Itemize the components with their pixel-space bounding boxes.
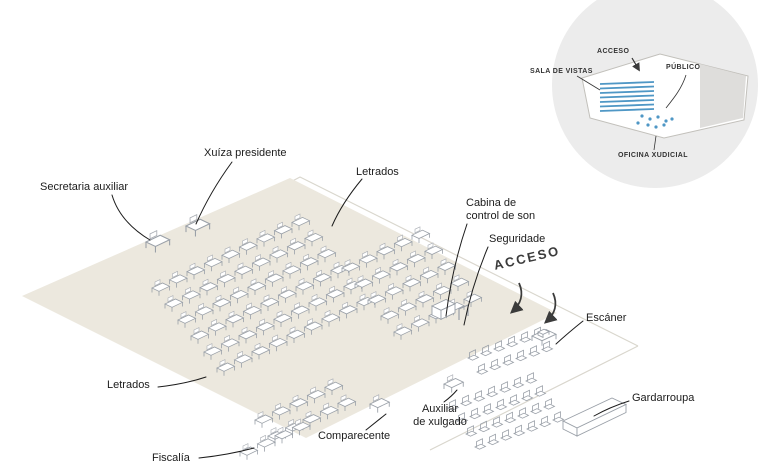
chair-icon	[504, 411, 516, 424]
chair-icon	[476, 363, 488, 375]
chair-icon	[499, 381, 511, 393]
scanner-icon	[530, 328, 558, 346]
chair-icon	[513, 424, 525, 437]
chair-icon	[552, 411, 564, 423]
chair-icon	[525, 372, 537, 384]
chair-icon	[530, 402, 542, 415]
inset-label-publico: PÚBLICO	[666, 64, 701, 71]
chair-icon	[519, 331, 531, 343]
chair-icon	[502, 354, 514, 366]
sound-control-booth-icon	[430, 299, 457, 321]
chair-icon	[489, 358, 501, 371]
inset-label-sala-de-vistas: SALA DE VISTAS	[530, 68, 593, 75]
label-secretaria-auxiliar: Secretaria auxiliar	[40, 181, 129, 193]
label-xuiza-presidente: Xuíza presidente	[204, 147, 287, 159]
label-fiscalia: Fiscalía	[152, 452, 190, 464]
chair-icon	[515, 349, 527, 362]
gardarroupa-counter-icon	[561, 397, 628, 437]
inset-label-acceso: ACCESO	[597, 48, 630, 55]
label-cabina-control-son: Cabina de control de son	[466, 197, 536, 223]
chair-icon	[482, 403, 494, 415]
chair-icon	[528, 345, 540, 357]
chair-icon	[486, 385, 498, 398]
chair-icon	[534, 385, 546, 397]
chair-icon	[517, 407, 529, 419]
chair-icon	[474, 438, 486, 450]
inset-access-arrow-icon	[631, 57, 640, 72]
chair-icon	[473, 390, 485, 402]
label-seguridade: Seguridade	[489, 233, 546, 245]
auxiliar-desk-icon	[443, 374, 464, 394]
chair-icon	[506, 335, 518, 348]
inset-people-dots	[636, 114, 674, 129]
label-gardarroupa: Gardarroupa	[632, 392, 695, 404]
chair-icon	[495, 398, 507, 411]
chair-icon	[487, 433, 499, 446]
desk-icon	[239, 443, 258, 461]
chair-icon	[512, 376, 524, 389]
inset-label-oficina-xudicial: OFICINA XUDICIAL	[618, 152, 688, 159]
leader-lines	[111, 161, 630, 459]
label-auxiliar-xulgado: Auxiliar de xulgado	[413, 403, 467, 429]
chair-icon	[500, 429, 512, 441]
label-escaner: Escáner	[586, 312, 627, 324]
chair-icon	[526, 420, 538, 432]
security-arch-icon	[458, 304, 469, 320]
inset-leader-lines	[576, 74, 687, 151]
chair-icon	[543, 398, 555, 410]
label-comparecente: Comparecente	[318, 430, 391, 442]
access-arrows-icon	[509, 282, 558, 324]
inset-map	[552, 0, 758, 188]
label-letrados-left: Letrados	[107, 379, 150, 391]
inset-building-wing	[700, 64, 746, 128]
chair-icon	[541, 340, 553, 353]
chair-icon	[539, 415, 551, 428]
label-letrados-top: Letrados	[356, 166, 399, 178]
inset-sala-rows	[599, 81, 655, 112]
chair-icon	[508, 394, 520, 406]
